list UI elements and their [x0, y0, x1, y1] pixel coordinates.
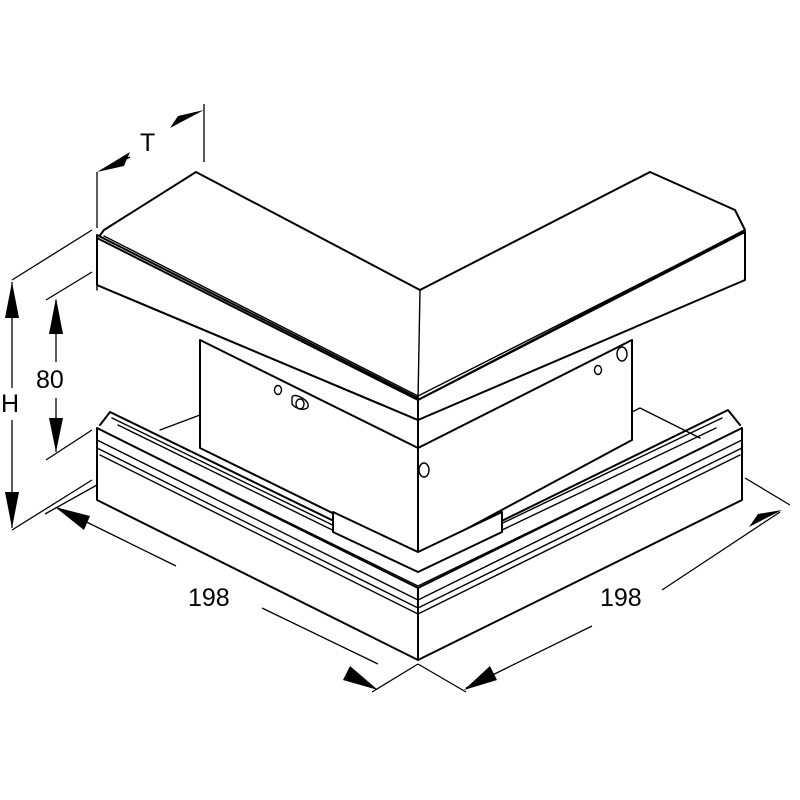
right-length-arrow-start [464, 666, 497, 690]
depth-label: T [140, 129, 155, 157]
inner-carrier [199, 339, 633, 573]
dimension-depth: T [96, 104, 205, 228]
left-length-arrow-end [343, 666, 378, 690]
dimension-height: H [1, 229, 93, 531]
dimension-inner-height: 80 [36, 271, 93, 461]
right-length-label: 198 [600, 584, 642, 612]
inner-height-arrow-down [49, 418, 63, 452]
left-length-label: 198 [188, 584, 230, 612]
inner-height-label: 80 [36, 366, 64, 394]
height-arrow-down [5, 492, 19, 528]
height-label: H [1, 390, 19, 418]
inner-height-arrow-up [49, 298, 63, 334]
top-cover [96, 171, 746, 448]
right-length-arrow-end [749, 510, 782, 527]
left-length-arrow-start [55, 507, 90, 530]
depth-arrow-right [170, 110, 204, 128]
dimension-left-length: 198 [44, 484, 419, 693]
base-trough [96, 407, 743, 661]
height-arrow-up [5, 282, 19, 318]
depth-arrow-left [97, 152, 130, 172]
dimension-right-length: 198 [417, 477, 791, 693]
